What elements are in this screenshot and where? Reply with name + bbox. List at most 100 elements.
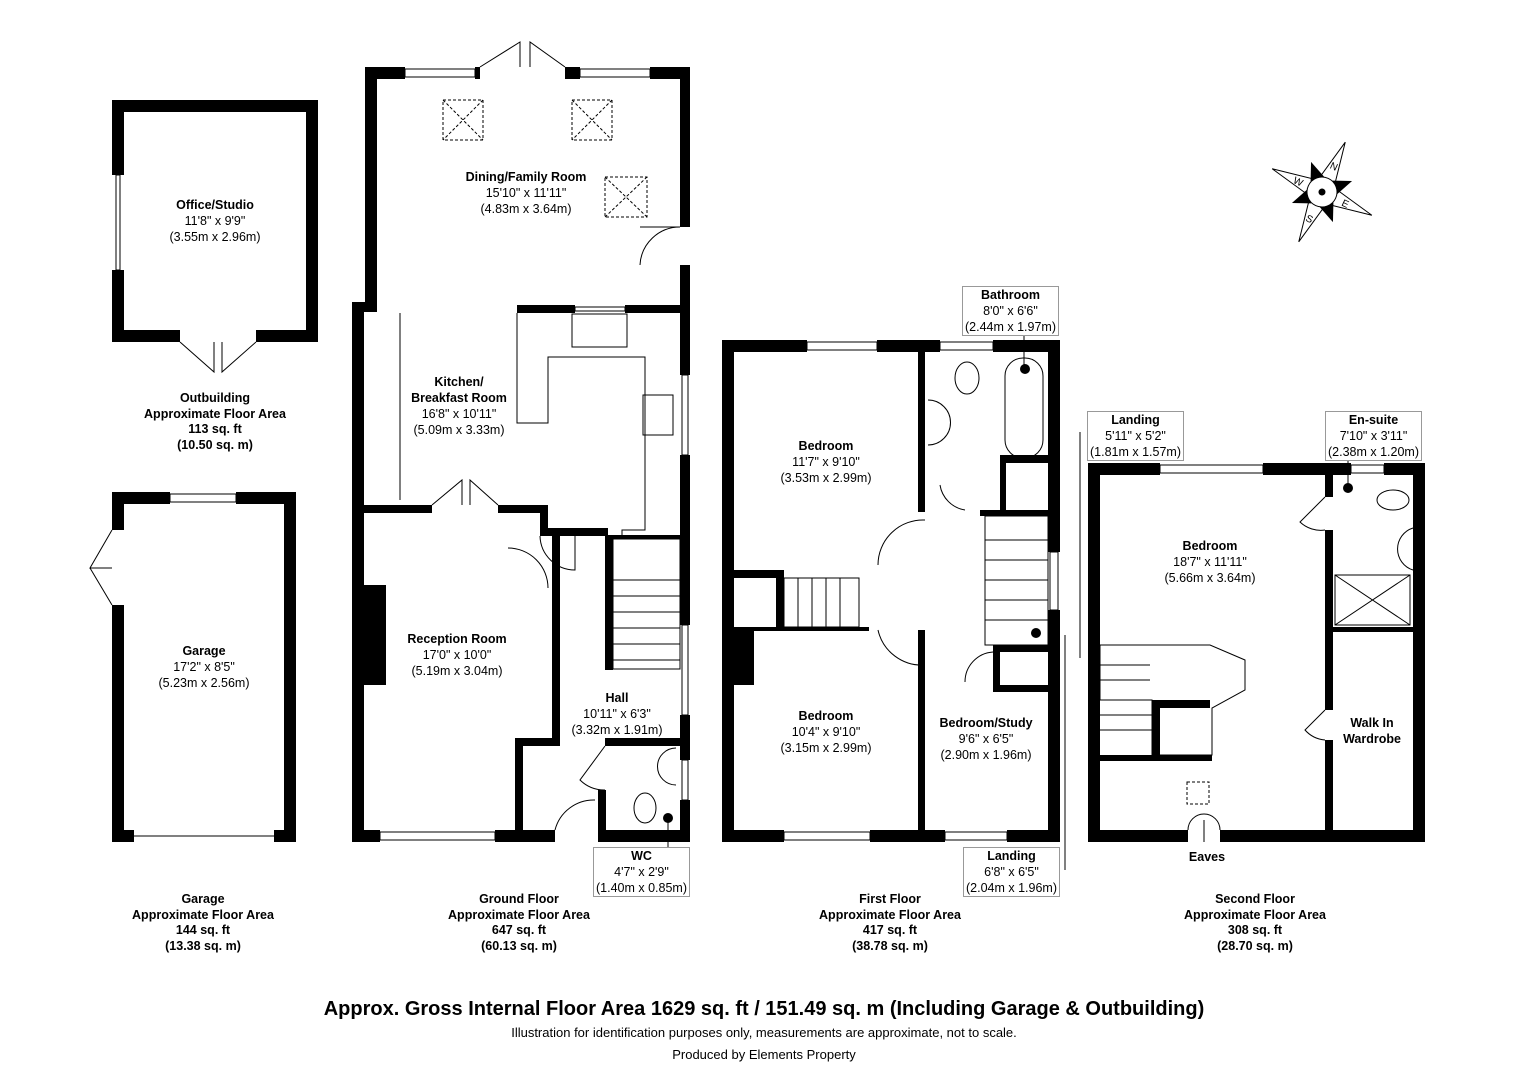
area-label: Approximate Floor Area	[819, 907, 961, 922]
room-metric: (4.83m x 3.64m)	[480, 202, 572, 216]
room-landing-second: Landing 5'11" x 5'2" (1.81m x 1.57m)	[1087, 411, 1185, 461]
area-ground-floor: Ground Floor Approximate Floor Area 647 …	[448, 892, 590, 954]
area-sqm: (38.78 sq. m)	[852, 938, 928, 953]
room-imperial: 10'11" x 6'3"	[583, 707, 651, 721]
room-imperial: 7'10" x 3'11"	[1339, 429, 1408, 443]
room-imperial: 11'8" x 9'9"	[184, 214, 246, 228]
room-metric: (2.38m x 1.20m)	[1328, 445, 1420, 459]
room-imperial: 8'0" x 6'6"	[983, 304, 1038, 318]
compass-icon: N E S W	[1271, 141, 1373, 243]
area-sqft: 647 sq. ft	[491, 923, 547, 937]
compass-n: N	[1328, 161, 1339, 174]
room-bedroom-1: Bedroom 11'7" x 9'10" (3.53m x 2.99m)	[780, 438, 871, 486]
room-name: WC	[631, 849, 652, 863]
room-imperial: 17'2" x 8'5"	[173, 660, 235, 674]
fixtures	[89, 41, 1414, 870]
area-garage: Garage Approximate Floor Area 144 sq. ft…	[132, 892, 274, 954]
room-landing-first: Landing 6'8" x 6'5" (2.04m x 1.96m)	[963, 847, 1061, 897]
room-metric: (1.40m x 0.85m)	[596, 881, 688, 895]
room-imperial: 10'4" x 9'10"	[791, 725, 861, 739]
room-name: Bedroom	[1182, 539, 1238, 553]
area-title: Outbuilding	[179, 391, 251, 405]
room-metric: (3.15m x 2.99m)	[780, 741, 872, 755]
room-name: Landing	[1111, 413, 1160, 427]
room-bedroom-second: Bedroom 18'7" x 11'11" (5.66m x 3.64m)	[1164, 538, 1255, 586]
room-metric: (5.09m x 3.33m)	[413, 423, 505, 437]
area-outbuilding: Outbuilding Approximate Floor Area 113 s…	[144, 391, 286, 453]
area-title: Ground Floor	[479, 892, 559, 906]
area-title: Garage	[181, 892, 225, 906]
room-metric: (2.44m x 1.97m)	[965, 320, 1057, 334]
room-imperial: 6'8" x 6'5"	[984, 865, 1039, 879]
area-title: First Floor	[859, 892, 921, 906]
area-sqft: 417 sq. ft	[862, 923, 918, 937]
room-name: En-suite	[1348, 413, 1399, 427]
room-name-line2: Breakfast Room	[411, 391, 507, 405]
room-imperial: 9'6" x 6'5"	[958, 732, 1014, 746]
area-sqft: 144 sq. ft	[175, 923, 231, 937]
room-metric: (3.53m x 2.99m)	[780, 471, 872, 485]
room-imperial: 16'8" x 10'11"	[421, 407, 497, 421]
room-reception: Reception Room 17'0" x 10'0" (5.19m x 3.…	[407, 631, 506, 679]
area-second-floor: Second Floor Approximate Floor Area 308 …	[1184, 892, 1326, 954]
room-name: Bedroom	[798, 439, 854, 453]
area-first-floor: First Floor Approximate Floor Area 417 s…	[819, 892, 961, 954]
compass-e: E	[1340, 198, 1351, 211]
room-imperial: 11'7" x 9'10"	[792, 455, 860, 469]
room-garage: Garage 17'2" x 8'5" (5.23m x 2.56m)	[158, 643, 249, 691]
soil-stacks	[663, 364, 1353, 823]
area-label: Approximate Floor Area	[132, 907, 274, 922]
room-kitchen: Kitchen/ Breakfast Room 16'8" x 10'11" (…	[411, 374, 507, 438]
area-sqft: 113 sq. ft	[188, 422, 242, 436]
room-en-suite: En-suite 7'10" x 3'11" (2.38m x 1.20m)	[1325, 411, 1423, 461]
room-imperial: 5'11" x 5'2"	[1105, 429, 1166, 443]
area-sqm: (60.13 sq. m)	[481, 938, 557, 953]
area-sqft: 308 sq. ft	[1227, 923, 1283, 937]
compass-s: S	[1304, 213, 1315, 226]
room-imperial: 18'7" x 11'11"	[1173, 555, 1247, 569]
room-metric: (5.23m x 2.56m)	[158, 676, 250, 690]
room-imperial: 4'7" x 2'9"	[614, 865, 669, 879]
room-name: Landing	[987, 849, 1036, 863]
room-hall: Hall 10'11" x 6'3" (3.32m x 1.91m)	[571, 690, 662, 738]
room-name: Bedroom	[798, 709, 854, 723]
disclaimer: Illustration for identification purposes…	[511, 1025, 1017, 1040]
room-metric: (3.55m x 2.96m)	[169, 230, 261, 244]
producer-credit: Produced by Elements Property	[672, 1047, 856, 1062]
room-name: Reception Room	[407, 632, 507, 646]
room-name: Garage	[182, 644, 226, 658]
area-sqm: (13.38 sq. m)	[165, 938, 241, 953]
room-name: Kitchen/	[434, 375, 484, 389]
room-bedroom-2: Bedroom 10'4" x 9'10" (3.15m x 2.99m)	[780, 708, 871, 756]
room-bedroom-study: Bedroom/Study 9'6" x 6'5" (2.90m x 1.96m…	[939, 715, 1032, 763]
room-walk-in-wardrobe: Walk In Wardrobe	[1343, 715, 1401, 747]
room-bathroom: Bathroom 8'0" x 6'6" (2.44m x 1.97m)	[962, 286, 1060, 336]
room-name: Hall	[605, 691, 629, 705]
room-imperial: 17'0" x 10'0"	[422, 648, 492, 662]
area-title: Second Floor	[1215, 892, 1295, 906]
room-name: Bathroom	[980, 288, 1041, 302]
room-metric: (5.66m x 3.64m)	[1164, 571, 1256, 585]
room-office-studio: Office/Studio 11'8" x 9'9" (3.55m x 2.96…	[169, 197, 260, 245]
area-label: Approximate Floor Area	[1184, 907, 1326, 922]
room-wc: WC 4'7" x 2'9" (1.40m x 0.85m)	[593, 847, 691, 897]
room-name: Eaves	[1188, 850, 1226, 864]
area-sqm: (28.70 sq. m)	[1217, 938, 1293, 953]
room-metric: (3.32m x 1.91m)	[571, 723, 663, 737]
room-metric: (2.04m x 1.96m)	[966, 881, 1058, 895]
room-eaves: Eaves	[1189, 849, 1225, 865]
room-name: Walk In	[1350, 716, 1394, 730]
room-metric: (1.81m x 1.57m)	[1090, 445, 1182, 459]
room-name: Office/Studio	[176, 198, 254, 212]
area-sqm: (10.50 sq. m)	[177, 437, 253, 452]
room-name-line2: Wardrobe	[1343, 732, 1401, 746]
room-dining-family: Dining/Family Room 15'10" x 11'11" (4.83…	[466, 169, 587, 217]
room-metric: (5.19m x 3.04m)	[411, 664, 503, 678]
room-name: Bedroom/Study	[939, 716, 1033, 730]
room-metric: (2.90m x 1.96m)	[940, 748, 1032, 762]
walls	[112, 67, 1425, 842]
area-label: Approximate Floor Area	[144, 406, 286, 421]
area-label: Approximate Floor Area	[448, 907, 590, 922]
room-imperial: 15'10" x 11'11"	[485, 186, 567, 200]
